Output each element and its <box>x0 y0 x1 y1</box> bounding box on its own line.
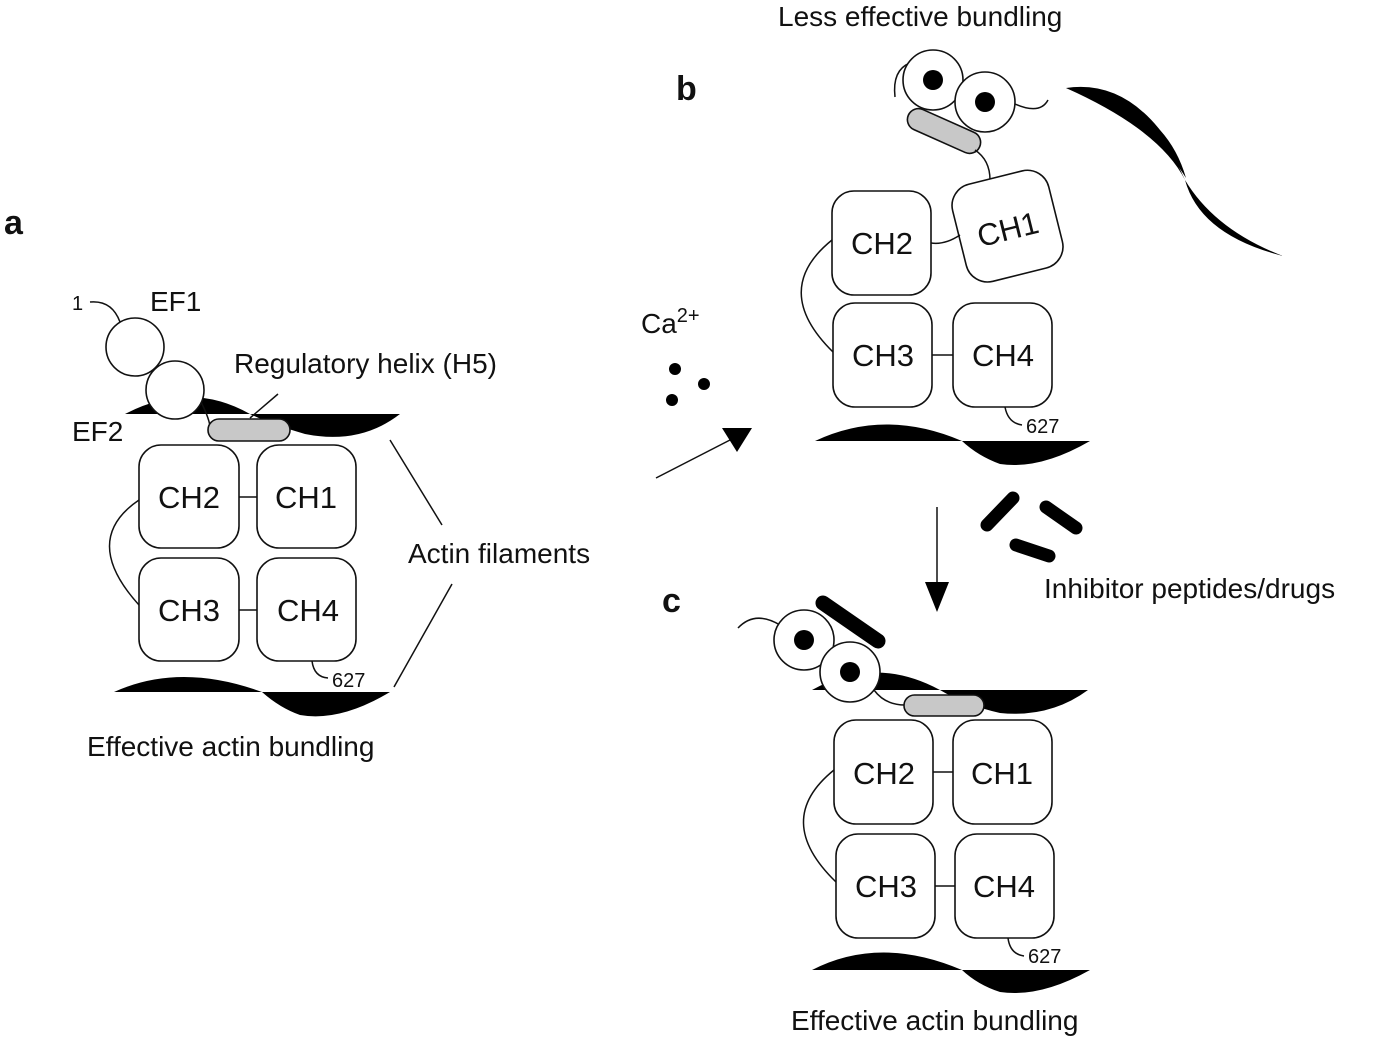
ch1-label-c: CH1 <box>971 756 1033 791</box>
c-terminus-label-a: 627 <box>332 670 365 692</box>
ef1-calcium-c <box>794 630 814 650</box>
regulatory-helix-c <box>903 694 985 717</box>
arrow-b-to-c-head <box>925 582 949 612</box>
calcium-label: Ca2+ <box>641 305 700 339</box>
ch3-label-b: CH3 <box>852 338 914 373</box>
ef2-hand-a <box>145 360 205 420</box>
ef2-calcium-c <box>840 662 860 682</box>
panel-c-letter: c <box>662 582 681 620</box>
ch2-ch1-linker-b <box>930 234 961 245</box>
n-terminal-tail-c <box>737 617 781 629</box>
actin-filaments-label: Actin filaments <box>408 538 590 569</box>
helix-pointer-line <box>249 393 279 419</box>
ch1-label-a: CH1 <box>275 480 337 515</box>
actin-filament-detached-b <box>1066 88 1283 256</box>
n-terminal-tail-a <box>89 301 121 323</box>
ch4-label-c: CH4 <box>973 869 1035 904</box>
c-terminus-label-b: 627 <box>1026 416 1059 438</box>
ef-helix-linker-c <box>873 689 906 706</box>
actin-filament-bottom-a <box>114 677 390 717</box>
regulatory-helix-b <box>906 107 982 155</box>
c-terminus-label-c: 627 <box>1028 946 1061 968</box>
ch2-ch3-loop-a <box>108 499 140 606</box>
ch1-domain-b <box>951 169 1064 283</box>
inhibitor-label: Inhibitor peptides/drugs <box>1044 573 1335 604</box>
calcium-transition: Ca2+ <box>641 305 752 479</box>
calcium-ion-2 <box>698 378 710 390</box>
calcium-ion-3 <box>666 394 678 406</box>
regulatory-helix-a <box>207 418 291 442</box>
ef2-label-a: EF2 <box>72 416 123 447</box>
panel-b: b Less effective bundling CH2 CH1 CH3 CH… <box>676 1 1283 466</box>
ch4-label-a: CH4 <box>277 593 339 628</box>
inhibitor-molecule-1 <box>980 491 1020 532</box>
actin-filament-detached-b-body <box>1066 86 1186 178</box>
caption-a: Effective actin bundling <box>87 731 374 762</box>
ch3-label-a: CH3 <box>158 593 220 628</box>
ch4-label-b: CH4 <box>972 338 1034 373</box>
ch2-ch3-loop-b <box>800 239 834 353</box>
n-terminus-label-a: 1 <box>72 293 83 315</box>
panel-c: c CH2 CH1 CH3 CH4 627 Effective actin bu… <box>662 582 1090 1036</box>
actin-filament-top-c <box>812 672 1088 714</box>
calcium-symbol: Ca <box>641 308 677 339</box>
panel-a-letter: a <box>4 204 24 242</box>
actin-pointer-top <box>389 439 443 526</box>
actin-filament-bottom-b <box>815 424 1090 466</box>
panel-b-letter: b <box>676 70 697 108</box>
regulatory-helix-label: Regulatory helix (H5) <box>234 348 497 379</box>
bound-inhibitor-c <box>815 595 886 649</box>
arrow-a-to-b-head <box>722 428 752 452</box>
caption-c: Effective actin bundling <box>791 1005 1078 1036</box>
ef1-calcium-b <box>923 70 943 90</box>
c-terminal-tail-a <box>311 660 329 679</box>
caption-b: Less effective bundling <box>778 1 1062 32</box>
actin-filament-bottom-c <box>812 952 1090 994</box>
ch2-label-a: CH2 <box>158 480 220 515</box>
c-terminal-tail-c <box>1007 937 1025 957</box>
ef1-hand-a <box>105 317 165 377</box>
calcium-ion-1 <box>669 363 681 375</box>
inhibitor-transition: Inhibitor peptides/drugs <box>925 491 1335 612</box>
ch2-ch3-loop-c <box>802 769 837 883</box>
inhibitor-molecule-2 <box>1039 500 1083 535</box>
ef-tail-b <box>1014 99 1049 110</box>
ch2-label-c: CH2 <box>853 756 915 791</box>
arrow-a-to-b-shaft <box>655 439 731 479</box>
ch3-label-c: CH3 <box>855 869 917 904</box>
ef1-label-a: EF1 <box>150 286 201 317</box>
inhibitor-molecule-3 <box>1009 538 1056 563</box>
c-terminal-tail-b <box>1004 406 1023 426</box>
ef2-calcium-b <box>975 92 995 112</box>
helix-ch1-linker-b <box>974 149 991 181</box>
panel-a: a 1 EF1 EF2 Regulatory helix (H5) CH2 CH… <box>4 204 590 762</box>
calcium-charge: 2+ <box>677 305 700 327</box>
actin-pointer-bottom <box>393 583 453 688</box>
ch2-label-b: CH2 <box>851 226 913 261</box>
